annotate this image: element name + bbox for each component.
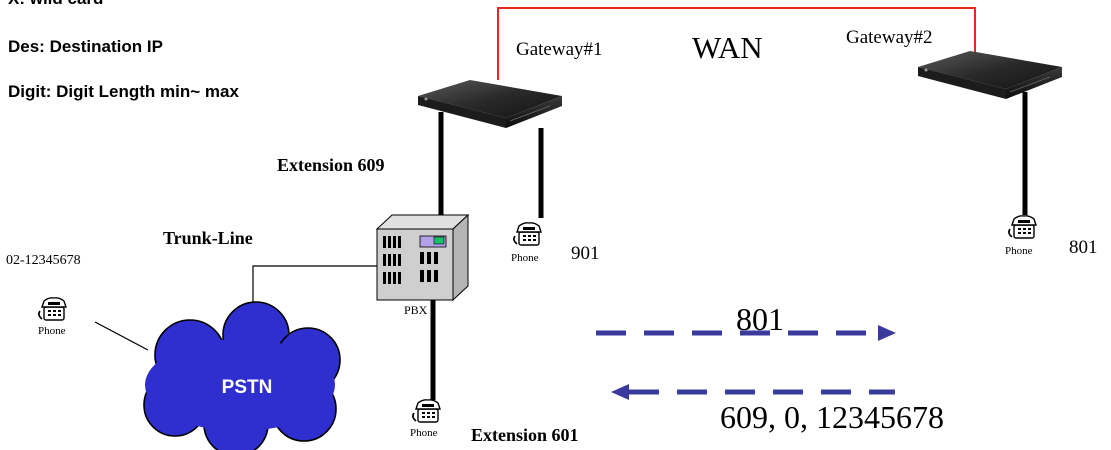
phone-901 (513, 222, 542, 246)
phone-801-label: Phone (1005, 245, 1033, 257)
legend-destination: Des: Destination IP (8, 37, 163, 56)
pstn-cloud (143, 301, 341, 450)
pstn-number: 02-12345678 (6, 253, 81, 268)
legend-wild-card: X: wild card (8, 0, 103, 8)
phone-601 (412, 398, 441, 423)
gateway2-device (918, 51, 1062, 99)
phone-901-label: Phone (511, 252, 539, 264)
wan-link (497, 7, 976, 80)
phone-pstn (38, 296, 67, 321)
phone-801 (1008, 215, 1037, 239)
phone-601-label: Phone (410, 427, 438, 439)
extension-609-label: Extension 609 (277, 155, 385, 175)
trunk-line-label: Trunk-Line (163, 228, 253, 248)
gateway2-label: Gateway#2 (846, 27, 933, 48)
gateway1-label: Gateway#1 (516, 39, 603, 60)
extension-601-label: Extension 601 (471, 425, 579, 445)
wan-label: WAN (692, 30, 763, 65)
gateway1-device (418, 80, 562, 128)
pbx-label: PBX (404, 303, 428, 317)
phone-801-number: 801 (1069, 237, 1098, 258)
pstn-label: PSTN (222, 377, 273, 398)
outbound-arrow-head (878, 325, 896, 341)
pbx-cabinet (375, 213, 470, 302)
phone-901-number: 901 (571, 243, 600, 264)
pstn-phone-line (94, 321, 149, 351)
phone-pstn-label: Phone (38, 325, 66, 337)
outbound-digits: 801 (736, 301, 784, 337)
inbound-arrow-head (611, 384, 629, 400)
legend-digit: Digit: Digit Length min~ max (8, 82, 239, 101)
inbound-digits: 609, 0, 12345678 (720, 399, 944, 435)
